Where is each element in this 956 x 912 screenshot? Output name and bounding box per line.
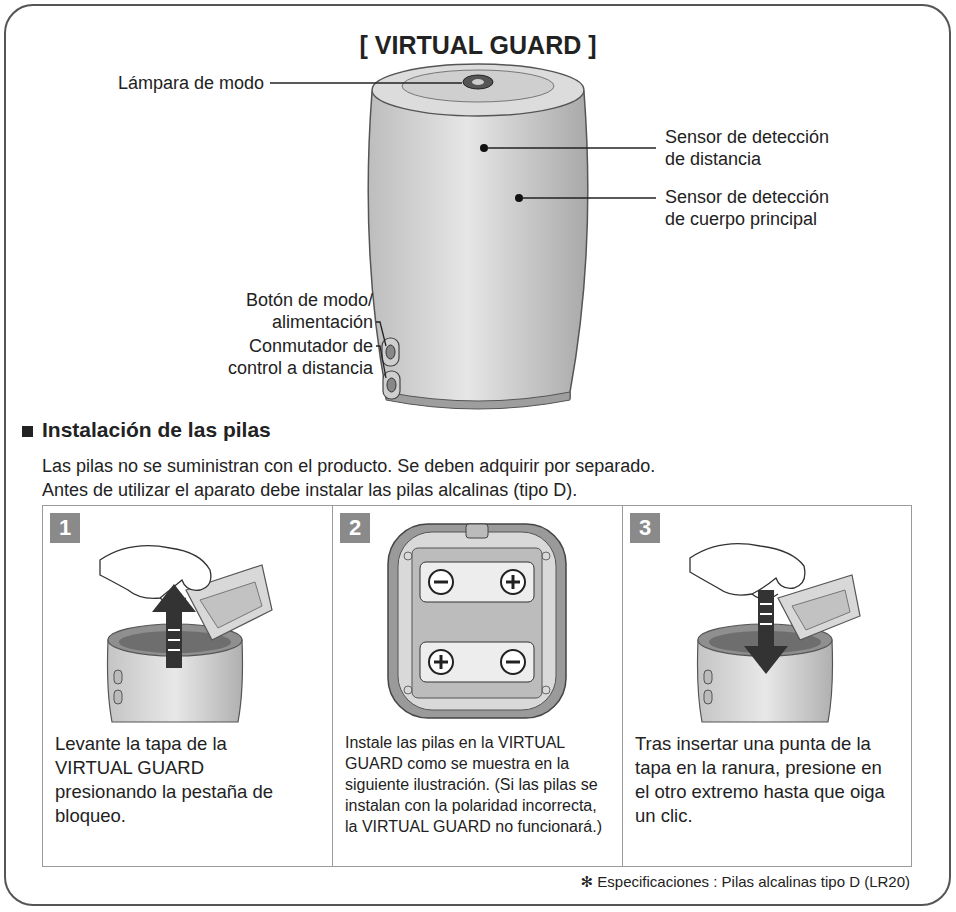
- step2-illustration-part: [501, 650, 525, 674]
- step3-illustration-part: [744, 590, 788, 674]
- step-number: 1: [50, 513, 80, 543]
- virtual-guard-device-part: [372, 64, 584, 116]
- step2-illustration: [388, 524, 566, 718]
- leader-lines: [270, 83, 656, 378]
- step2-illustration-part: [420, 562, 534, 602]
- virtual-guard-device: [368, 64, 588, 409]
- step1-illustration-part: [114, 690, 122, 704]
- step2-illustration-part: [512, 575, 515, 589]
- title: [ VIRTUAL GUARD ]: [0, 30, 956, 60]
- step3-illustration-part: [760, 603, 772, 605]
- bullet-square-part: [22, 426, 33, 437]
- step2-illustration-part: [429, 570, 453, 594]
- step-panel: 2Instale las pilas en la VIRTUAL GUARD c…: [332, 505, 623, 867]
- step2-illustration-part: [501, 570, 525, 594]
- virtual-guard-device-part: [463, 75, 493, 89]
- step1-illustration-part: [100, 546, 211, 599]
- step2-illustration-part: [466, 524, 488, 538]
- bullet-square: [22, 426, 33, 437]
- step2-illustration-part: [506, 661, 520, 664]
- leader-lines-part: [523, 197, 656, 198]
- step3-illustration-part: [704, 670, 712, 684]
- virtual-guard-device-part: [386, 345, 395, 359]
- step-text: Tras insertar una punta de la tapa en la…: [635, 732, 885, 828]
- step1-illustration-part: [200, 582, 262, 628]
- step3-illustration-part: [792, 590, 850, 630]
- step2-illustration-part: [434, 581, 448, 584]
- virtual-guard-device-part: [515, 194, 523, 202]
- part-label: Botón de modo/ alimentación: [223, 289, 373, 333]
- part-label: Conmutador de control a distancia: [203, 335, 373, 379]
- step3-illustration-part: [760, 623, 772, 625]
- step3-illustration: [690, 544, 860, 722]
- virtual-guard-device-part: [472, 79, 484, 85]
- step2-illustration-part: [412, 548, 542, 698]
- step3-illustration-part: [704, 690, 712, 704]
- step3-illustration-part: [760, 613, 772, 615]
- leader-lines-part: [488, 147, 656, 148]
- step2-illustration-part: [420, 642, 534, 682]
- step1-illustration-part: [168, 649, 180, 651]
- step2-illustration-part: [429, 650, 453, 674]
- step3-illustration-part: [690, 544, 805, 595]
- section-heading: Instalación de las pilas: [42, 419, 642, 441]
- step2-illustration-part: [398, 532, 556, 710]
- step1-illustration-part: [152, 584, 196, 668]
- part-label: Sensor de detección de distancia: [665, 126, 847, 170]
- footnote: ✻ Especificaciones : Pilas alcalinas tip…: [310, 871, 910, 893]
- step2-illustration-part: [404, 552, 412, 560]
- step-text: Levante la tapa de la VIRTUAL GUARD pres…: [55, 732, 295, 828]
- page-frame-part: [5, 5, 950, 905]
- step2-illustration-part: [542, 686, 550, 694]
- step1-illustration-part: [168, 629, 180, 631]
- part-label: Sensor de detección de cuerpo principal: [665, 186, 847, 230]
- step2-illustration-part: [542, 552, 550, 560]
- page-frame: [5, 5, 950, 905]
- part-label: Lámpara de modo: [24, 72, 264, 94]
- step2-illustration-part: [440, 655, 443, 669]
- note-text: Antes de utilizar el aparato debe instal…: [42, 479, 922, 501]
- virtual-guard-device-part: [368, 92, 588, 407]
- virtual-guard-device-part: [387, 378, 396, 392]
- step-panel: 3Tras insertar una punta de la tapa en l…: [622, 505, 912, 867]
- step-panel: 1Levante la tapa de la VIRTUAL GUARD pre…: [42, 505, 333, 867]
- step1-illustration-part: [114, 670, 122, 684]
- virtual-guard-device-part: [480, 144, 488, 152]
- virtual-guard-device-part: [386, 392, 570, 409]
- virtual-guard-device-part: [402, 70, 554, 102]
- step2-illustration-part: [404, 686, 412, 694]
- step1-illustration: [100, 546, 272, 722]
- leader-lines-part: [376, 322, 386, 346]
- step-text: Instale las pilas en la VIRTUAL GUARD co…: [345, 732, 613, 837]
- leader-lines-part: [270, 82, 462, 83]
- step2-illustration-part: [388, 524, 566, 718]
- step-number: 2: [340, 513, 370, 543]
- step1-illustration-part: [168, 639, 180, 641]
- leader-lines-part: [376, 346, 386, 378]
- step-number: 3: [630, 513, 660, 543]
- note-text: Las pilas no se suministran con el produ…: [42, 455, 922, 477]
